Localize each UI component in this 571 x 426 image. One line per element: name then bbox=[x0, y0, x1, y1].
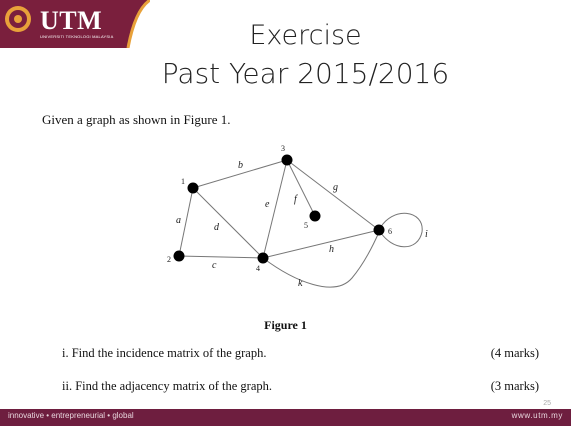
edge-label-c: c bbox=[212, 260, 217, 271]
edge-i bbox=[378, 212, 423, 248]
edge-b bbox=[192, 159, 288, 189]
edge-f bbox=[286, 159, 316, 217]
figure-caption: Figure 1 bbox=[264, 318, 307, 332]
vertex-label-6: 6 bbox=[388, 227, 392, 236]
edge-d bbox=[192, 187, 264, 259]
vertex-label-3: 3 bbox=[281, 144, 285, 153]
vertex-label-1: 1 bbox=[181, 177, 185, 186]
question-2: ii. Find the adjacency matrix of the gra… bbox=[62, 379, 273, 393]
edge-e bbox=[262, 159, 288, 259]
vertex-4 bbox=[257, 252, 269, 264]
edge-label-e: e bbox=[265, 199, 270, 210]
page-number: 25 bbox=[543, 400, 551, 407]
edge-label-d: d bbox=[214, 222, 220, 233]
question-1-marks: (4 marks) bbox=[490, 346, 539, 360]
vertex-label-5: 5 bbox=[304, 221, 308, 230]
vertex-label-2: 2 bbox=[167, 255, 171, 264]
logo-text: UTM bbox=[40, 6, 103, 35]
footer-tagline: innovative • entrepreneurial • global bbox=[8, 411, 134, 420]
edge-h bbox=[262, 229, 380, 259]
slide-title-line1: Exercise bbox=[249, 20, 362, 51]
edge-label-g: g bbox=[333, 182, 338, 193]
logo-banner-shape bbox=[0, 0, 150, 48]
question-1: i. Find the incidence matrix of the grap… bbox=[62, 346, 267, 360]
footer-bar: innovative • entrepreneurial • global ww… bbox=[0, 409, 571, 426]
vertex-5 bbox=[309, 210, 321, 222]
edge-a bbox=[178, 187, 194, 257]
edge-label-f: f bbox=[294, 194, 298, 205]
vertex-1 bbox=[187, 182, 199, 194]
vertex-2 bbox=[173, 250, 185, 262]
question-2-marks: (3 marks) bbox=[490, 379, 539, 393]
edge-c bbox=[178, 255, 264, 259]
vertex-3 bbox=[281, 154, 293, 166]
intro-text: Given a graph as shown in Figure 1. bbox=[42, 112, 231, 127]
edge-g bbox=[286, 159, 380, 231]
edge-label-i: i bbox=[425, 229, 428, 240]
vertex-6 bbox=[373, 224, 385, 236]
utm-logo: UTM UNIVERSITI TEKNOLOGI MALAYSIA bbox=[0, 0, 150, 48]
edge-k bbox=[262, 231, 380, 288]
edge-label-h: h bbox=[329, 244, 334, 255]
edge-label-k: k bbox=[298, 278, 303, 289]
edge-label-b: b bbox=[238, 160, 243, 171]
edge-label-a: a bbox=[176, 215, 181, 226]
footer-website: www.utm.my bbox=[511, 411, 563, 420]
vertex-label-4: 4 bbox=[256, 264, 260, 273]
logo-subtitle: UNIVERSITI TEKNOLOGI MALAYSIA bbox=[40, 34, 114, 39]
slide-title-line2: Past Year 2015/2016 bbox=[161, 57, 450, 90]
